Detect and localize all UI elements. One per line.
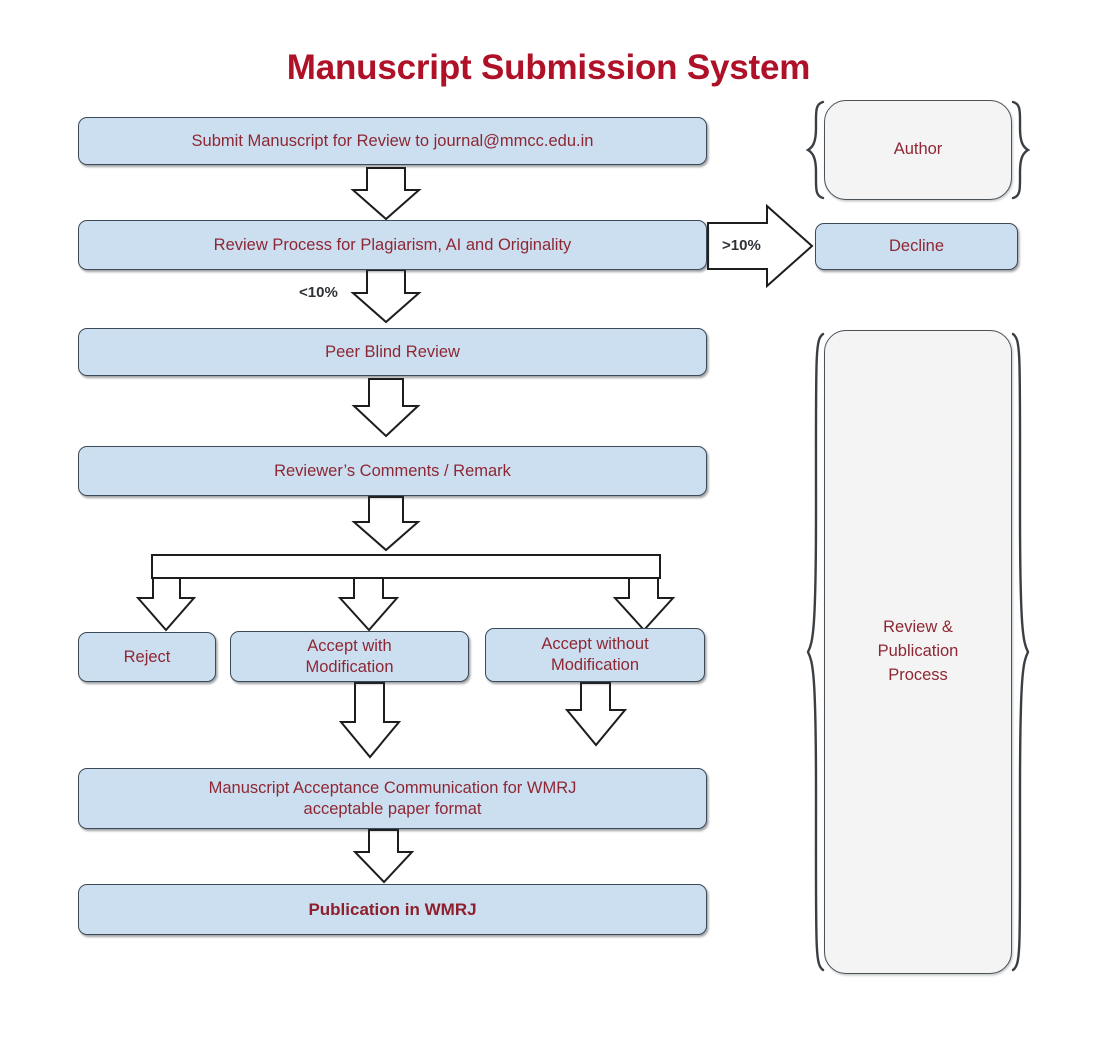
group-author: Author xyxy=(806,100,1030,200)
node-reviewer-comments[interactable]: Reviewer’s Comments / Remark xyxy=(78,446,707,496)
right-brace-icon xyxy=(1010,100,1030,200)
group-process-body xyxy=(824,330,1012,974)
node-peer-blind-review[interactable]: Peer Blind Review xyxy=(78,328,707,376)
node-submit-manuscript[interactable]: Submit Manuscript for Review to journal@… xyxy=(78,117,707,165)
node-publication-in-wmrj[interactable]: Publication in WMRJ xyxy=(78,884,707,935)
edge-label-less-than-10-percent: <10% xyxy=(299,284,338,301)
right-brace-icon xyxy=(1010,330,1030,974)
group-process-label: Review & Publication Process xyxy=(877,618,959,684)
node-accept-with-modification[interactable]: Accept with Modification xyxy=(230,631,469,682)
arrow-comments-to-split xyxy=(351,496,421,552)
node-decline[interactable]: Decline xyxy=(815,223,1018,270)
page-title: Manuscript Submission System xyxy=(286,48,811,87)
arrow-review-to-decline xyxy=(707,203,814,289)
arrow-acceptance-to-publication xyxy=(352,829,415,884)
group-author-label: Author xyxy=(893,140,943,159)
node-review-process[interactable]: Review Process for Plagiarism, AI and Or… xyxy=(78,220,707,270)
arrow-split-to-accept-without xyxy=(612,577,676,632)
arrow-split-to-reject xyxy=(135,577,197,632)
node-reject[interactable]: Reject xyxy=(78,632,216,682)
arrow-peer-to-comments xyxy=(351,378,421,438)
arrow-submit-to-review xyxy=(350,167,422,221)
node-accept-without-modification[interactable]: Accept without Modification xyxy=(485,628,705,682)
edge-label-greater-than-10-percent: >10% xyxy=(722,237,761,254)
split-bar xyxy=(151,554,661,579)
left-brace-icon xyxy=(806,330,826,974)
arrow-accept-without-to-acceptance xyxy=(564,682,628,747)
node-acceptance-communication[interactable]: Manuscript Acceptance Communication for … xyxy=(78,768,707,829)
arrow-split-to-accept-with xyxy=(337,577,400,632)
arrow-accept-with-to-acceptance xyxy=(338,682,402,759)
group-review-publication-process: Review & Publication Process xyxy=(806,330,1030,974)
group-author-body xyxy=(824,100,1012,200)
left-brace-icon xyxy=(806,100,826,200)
arrow-review-to-peer xyxy=(350,269,422,324)
